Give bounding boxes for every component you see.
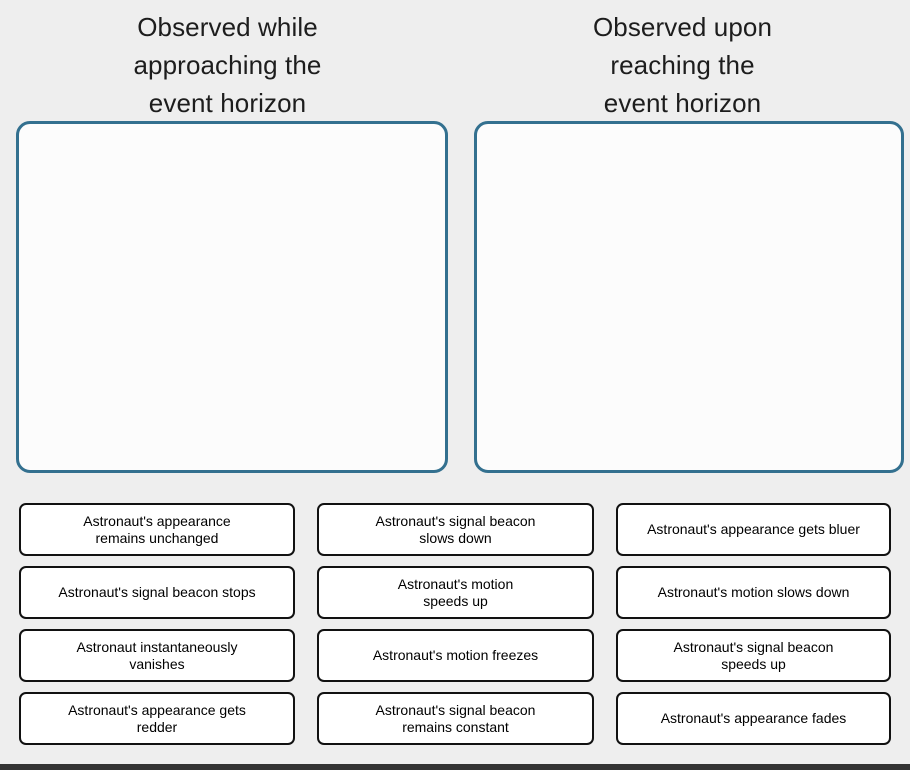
dropzone-observed-while-approaching[interactable]: [16, 121, 448, 473]
draggable-tile[interactable]: Astronaut's signal beacon stops: [19, 566, 295, 619]
heading-cell-approaching: Observed while approaching the event hor…: [0, 0, 455, 118]
draggable-tile[interactable]: Astronaut's motion speeds up: [317, 566, 594, 619]
tile-label: Astronaut's signal beacon remains consta…: [375, 701, 536, 735]
answer-bank-column-3: Astronaut's appearance gets bluer Astron…: [616, 503, 891, 761]
answer-bank-column-2: Astronaut's signal beacon slows down Ast…: [317, 503, 594, 761]
draggable-tile[interactable]: Astronaut's appearance fades: [616, 692, 891, 745]
draggable-tile[interactable]: Astronaut's appearance gets redder: [19, 692, 295, 745]
tile-label: Astronaut's appearance gets bluer: [647, 521, 860, 537]
tile-label: Astronaut's signal beacon stops: [58, 584, 256, 600]
tile-label: Astronaut's appearance remains unchanged: [83, 512, 231, 546]
tile-label: Astronaut's signal beacon speeds up: [673, 638, 834, 672]
draggable-tile[interactable]: Astronaut's signal beacon speeds up: [616, 629, 891, 682]
draggable-tile[interactable]: Astronaut's appearance gets bluer: [616, 503, 891, 556]
answer-bank-column-1: Astronaut's appearance remains unchanged…: [19, 503, 295, 761]
dropzone-observed-upon-reaching[interactable]: [474, 121, 904, 473]
draggable-tile[interactable]: Astronaut instantaneously vanishes: [19, 629, 295, 682]
heading-observed-upon-reaching: Observed upon reaching the event horizon: [592, 12, 773, 118]
column-headings: Observed while approaching the event hor…: [0, 0, 910, 118]
draggable-tile[interactable]: Astronaut's motion freezes: [317, 629, 594, 682]
heading-cell-reaching: Observed upon reaching the event horizon: [455, 0, 910, 118]
heading-observed-while-approaching: Observed while approaching the event hor…: [133, 12, 322, 118]
tile-label: Astronaut's appearance gets redder: [68, 701, 246, 735]
draggable-tile[interactable]: Astronaut's signal beacon remains consta…: [317, 692, 594, 745]
bottom-bar: [0, 764, 910, 770]
draggable-tile[interactable]: Astronaut's signal beacon slows down: [317, 503, 594, 556]
draggable-tile[interactable]: Astronaut's appearance remains unchanged: [19, 503, 295, 556]
answer-bank: Astronaut's appearance remains unchanged…: [0, 503, 910, 761]
tile-label: Astronaut's appearance fades: [660, 710, 847, 726]
tile-label: Astronaut's signal beacon slows down: [375, 512, 536, 546]
draggable-tile[interactable]: Astronaut's motion slows down: [616, 566, 891, 619]
tile-label: Astronaut instantaneously vanishes: [76, 638, 238, 672]
tile-label: Astronaut's motion freezes: [372, 647, 539, 663]
tile-label: Astronaut's motion slows down: [657, 584, 850, 600]
tile-label: Astronaut's motion speeds up: [397, 575, 514, 609]
